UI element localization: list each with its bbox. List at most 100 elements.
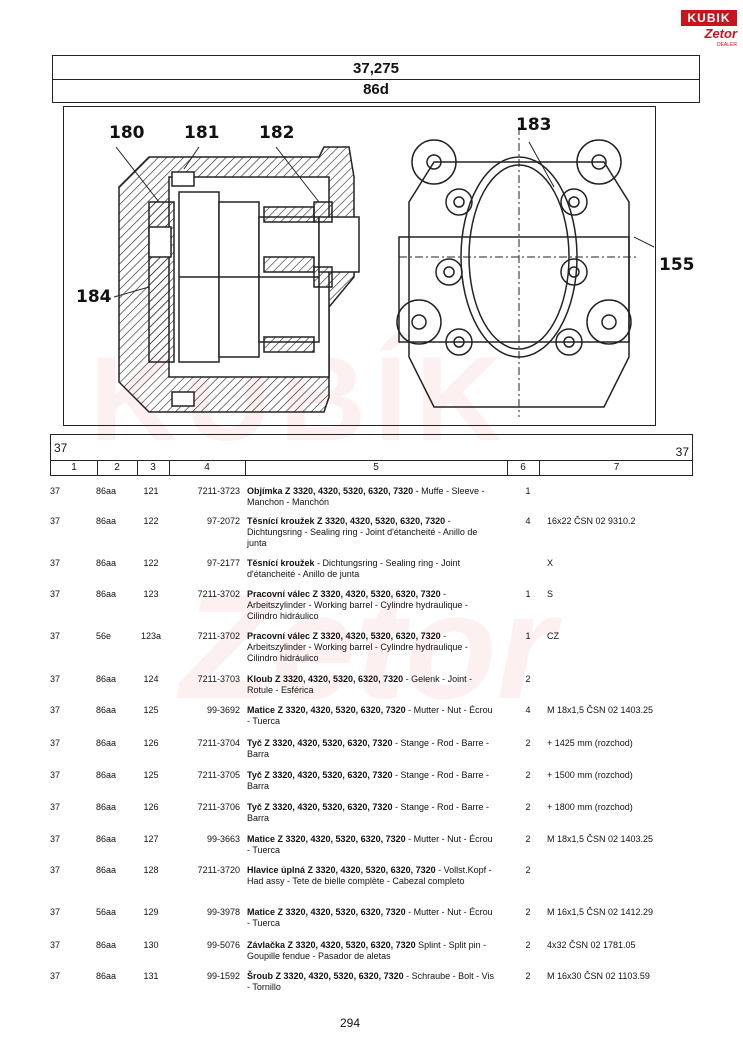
col-4-cell: 7211-3706 (197, 802, 240, 812)
callout-182: 182 (259, 123, 295, 143)
col-3-cell: 126 (143, 802, 159, 812)
col-2-cell: 86aa (96, 738, 117, 748)
col-1-cell: 37 (50, 940, 61, 950)
col-2-cell: 86aa (96, 486, 117, 496)
description-translations: - Dichtungsring - Sealing ring - Joint d… (247, 516, 478, 548)
callout-181: 181 (184, 123, 220, 143)
col-3-cell: 126 (143, 738, 159, 748)
note-cell: M 18x1,5 ČSN 02 1403.25 (547, 834, 654, 844)
description-translations: - Mutter - Nut - Écrou - Tuerca (247, 705, 493, 726)
col-3-cell: 124 (143, 674, 159, 684)
col-4-cell: 97-2177 (206, 558, 240, 568)
description-translations: - Arbeitszylinder - Working barrel - Cyl… (247, 589, 468, 621)
end-view (396, 127, 639, 417)
col-4-cell: 7211-3720 (197, 865, 240, 875)
callout-184: 184 (76, 287, 112, 307)
col-header-3: 3 (150, 462, 156, 473)
quantity-cell: 2 (525, 770, 531, 780)
description-cell: Objímka Z 3320, 4320, 5320, 6320, 7320 -… (247, 486, 497, 508)
description-translations: - Stange - Rod - Barre - Barra (247, 738, 489, 759)
description-cell: Těsnící kroužek - Dichtungsring - Sealin… (247, 558, 497, 580)
quantity-cell: 4 (525, 516, 531, 526)
description-cell: Tyč Z 3320, 4320, 5320, 6320, 7320 - Sta… (247, 802, 497, 824)
col-4-cell: 7211-3703 (197, 674, 240, 684)
col-4-cell: 7211-3705 (197, 770, 240, 780)
group-code: 86d (363, 81, 389, 98)
description-cell: Hlavice úplná Z 3320, 4320, 5320, 6320, … (247, 865, 497, 887)
callout-180: 180 (109, 123, 145, 143)
col-2-cell: 86aa (96, 770, 117, 780)
col-1-cell: 37 (50, 674, 61, 684)
note-cell: 4x32 ČSN 02 1781.05 (547, 940, 636, 950)
note-cell: CZ (547, 631, 559, 641)
col-3-cell: 131 (143, 971, 159, 981)
note-cell: S (547, 589, 554, 599)
col-2-cell: 86aa (96, 940, 117, 950)
col-1-cell: 37 (50, 907, 61, 917)
description-cell: Tyč Z 3320, 4320, 5320, 6320, 7320 - Sta… (247, 738, 497, 760)
note-cell: 16x22 ČSN 02 9310.2 (547, 516, 636, 526)
description-name: Těsnící kroužek Z 3320, 4320, 5320, 6320… (247, 516, 446, 526)
note-cell: + 1425 mm (rozchod) (547, 738, 633, 748)
quantity-cell: 2 (525, 802, 531, 812)
col-1-cell: 37 (50, 558, 61, 568)
header-box: 37,275 86d (52, 55, 700, 103)
col-2-cell: 56aa (96, 907, 117, 917)
description-translations: - Stange - Rod - Barre - Barra (247, 770, 489, 791)
description-translations: - Arbeitszylinder - Working barrel - Cyl… (247, 631, 468, 663)
description-translations: - Mutter - Nut - Écrou - Tuerca (247, 834, 493, 855)
brand-logo: KUBIK Zetor DEALER (681, 10, 737, 56)
quantity-cell: 2 (525, 834, 531, 844)
description-cell: Šroub Z 3320, 4320, 5320, 6320, 7320 - S… (247, 971, 497, 993)
description-cell: Závlačka Z 3320, 4320, 5320, 6320, 7320 … (247, 940, 497, 962)
description-cell: Kloub Z 3320, 4320, 5320, 6320, 7320 - G… (247, 674, 497, 696)
quantity-cell: 2 (525, 907, 531, 917)
description-translations: - Schraube - Bolt - Vis - Tornillo (247, 971, 494, 992)
col-4-cell: 99-3978 (206, 907, 240, 917)
quantity-cell: 1 (525, 631, 531, 641)
col-3-cell: 121 (143, 486, 159, 496)
col-1-cell: 37 (50, 486, 61, 496)
description-name: Objímka Z 3320, 4320, 5320, 6320, 7320 (247, 486, 414, 496)
col-3-cell: 129 (143, 907, 159, 917)
col-1-cell: 37 (50, 865, 61, 875)
description-name: Matice Z 3320, 4320, 5320, 6320, 7320 (247, 834, 406, 844)
description-name: Tyč Z 3320, 4320, 5320, 6320, 7320 (247, 770, 393, 780)
table-header: 1 2 3 4 5 6 7 (50, 460, 693, 476)
col-1-cell: 37 (50, 770, 61, 780)
col-3-cell: 122 (143, 516, 159, 526)
col-header-1: 1 (71, 462, 77, 473)
description-name: Těsnící kroužek (247, 558, 315, 568)
col-4-cell: 7211-3702 (197, 631, 240, 641)
col-3-cell: 125 (143, 705, 159, 715)
col-3-cell: 123 (143, 589, 159, 599)
col-3-cell: 123a (140, 631, 162, 641)
description-name: Závlačka Z 3320, 4320, 5320, 6320, 7320 (247, 940, 416, 950)
description-name: Pracovní válec Z 3320, 4320, 5320, 6320,… (247, 631, 441, 641)
col-1-cell: 37 (50, 516, 61, 526)
description-translations: - Gelenk - Joint - Rotule - Esférica (247, 674, 473, 695)
quantity-cell: 2 (525, 865, 531, 875)
catalog-number: 37,275 (53, 56, 699, 80)
col-1-cell: 37 (50, 738, 61, 748)
col-1-cell: 37 (50, 705, 61, 715)
col-4-cell: 7211-3723 (197, 486, 240, 496)
quantity-cell: 2 (525, 971, 531, 981)
col-4-cell: 7211-3702 (197, 589, 240, 599)
col-2-cell: 86aa (96, 834, 117, 844)
description-name: Pracovní válec Z 3320, 4320, 5320, 6320,… (247, 589, 441, 599)
col-2-cell: 56e (96, 631, 112, 641)
col-1-cell: 37 (50, 971, 61, 981)
col-4-cell: 99-5076 (206, 940, 240, 950)
quantity-cell: 2 (525, 738, 531, 748)
quantity-cell: 1 (525, 486, 531, 496)
description-translations: Splint - Split pin - Goupille fendue - P… (247, 940, 487, 961)
col-4-cell: 99-1592 (206, 971, 240, 981)
logo-kubik: KUBIK (681, 10, 737, 26)
col-header-5: 5 (373, 462, 379, 473)
description-cell: Těsnící kroužek Z 3320, 4320, 5320, 6320… (247, 516, 497, 549)
quantity-cell: 2 (525, 674, 531, 684)
col-1-cell: 37 (50, 589, 61, 599)
note-cell: M 18x1,5 ČSN 02 1403.25 (547, 705, 654, 715)
